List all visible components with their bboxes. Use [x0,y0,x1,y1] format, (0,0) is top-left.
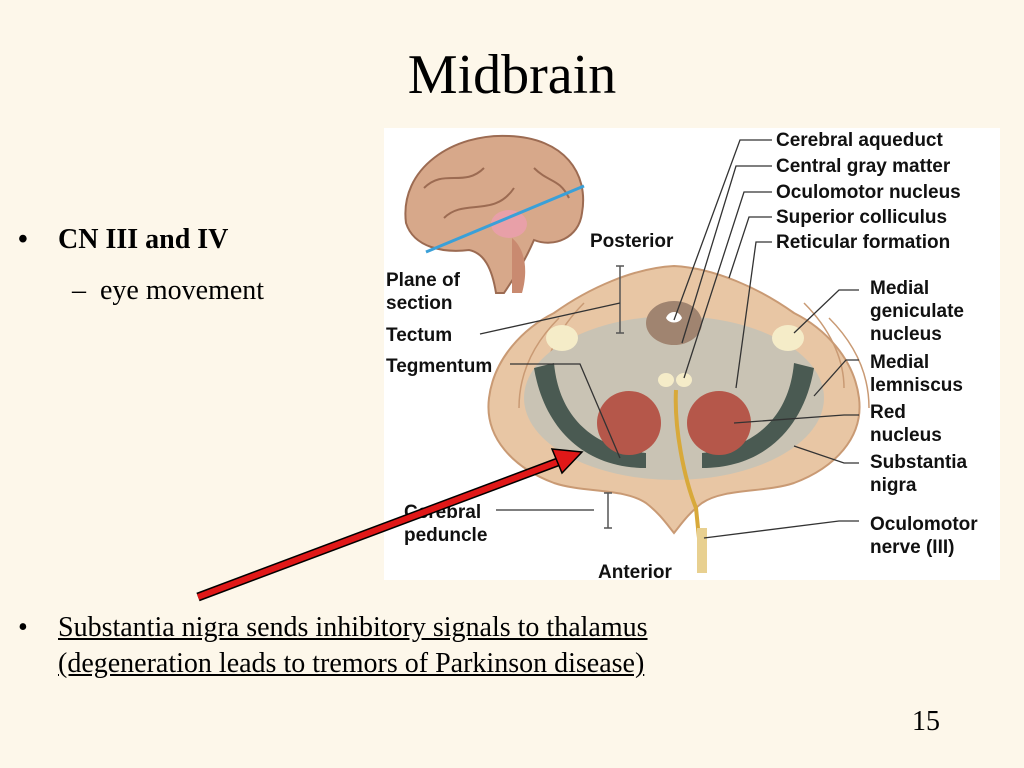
bullet-marker: • [18,224,28,255]
label-central-gray-matter: Central gray matter [776,156,951,177]
label-posterior: Posterior [590,231,674,252]
label-cerebral-peduncle-2: peduncle [404,525,487,546]
label-reticular-formation: Reticular formation [776,232,950,253]
label-oculomotor-nerve-2: nerve (III) [870,537,954,558]
leader-lines [479,139,859,539]
brain-sagittal-inset [404,134,585,294]
page-number: 15 [912,706,940,737]
bullet-substantia-nigra: • Substantia nigra sends inhibitory sign… [18,610,818,682]
midbrain-illustration: Cerebral aqueduct Central gray matter Oc… [384,128,1000,583]
label-section: section [386,293,453,314]
substantia-nigra-right [702,363,814,468]
label-red-nucleus-1: Red [870,402,906,423]
midbrain-figure: Cerebral aqueduct Central gray matter Oc… [384,128,1000,583]
bullet-text: CN III and IV [58,224,229,255]
label-substantia-nigra-2: nigra [870,475,917,496]
red-nucleus-left [597,391,661,455]
sub-bullet-eye-movement: – eye movement [72,273,265,309]
label-cerebral-peduncle-1: Cerebral [404,502,481,523]
label-substantia-nigra-1: Substantia [870,452,968,473]
plane-of-section-line [425,184,585,254]
sub-bullet-marker: – [72,275,86,306]
substantia-nigra-left [534,363,646,468]
label-superior-colliculus: Superior colliculus [776,207,947,228]
label-oculomotor-nerve-1: Oculomotor [870,514,978,535]
label-medial-lemniscus-2: lemniscus [870,375,963,396]
label-plane-of: Plane of [386,270,461,291]
label-red-nucleus-2: nucleus [870,425,942,446]
sub-bullet-text: eye movement [100,275,265,306]
label-medial-lemniscus-1: Medial [870,352,929,373]
label-medial-geniculate-2: geniculate [870,301,964,322]
label-medial-geniculate-1: Medial [870,278,929,299]
label-tegmentum: Tegmentum [386,356,492,377]
label-tectum: Tectum [386,325,452,346]
label-oculomotor-nucleus: Oculomotor nucleus [776,182,961,203]
bullet-line-1: Substantia nigra sends inhibitory signal… [58,612,648,643]
cerebral-aqueduct [666,312,682,323]
bullet-line-2: (degeneration leads to tremors of Parkin… [58,648,645,679]
label-cerebral-aqueduct: Cerebral aqueduct [776,130,943,151]
inset-brainstem-highlight [491,210,527,238]
red-nucleus-right [687,391,751,455]
label-anterior: Anterior [598,562,673,580]
bullet-cn-nerves: • CN III and IV [18,222,229,258]
oculomotor-nerve [673,389,704,569]
bullet-marker: • [18,612,28,643]
slide-title: Midbrain [407,44,617,106]
label-medial-geniculate-3: nucleus [870,324,942,345]
